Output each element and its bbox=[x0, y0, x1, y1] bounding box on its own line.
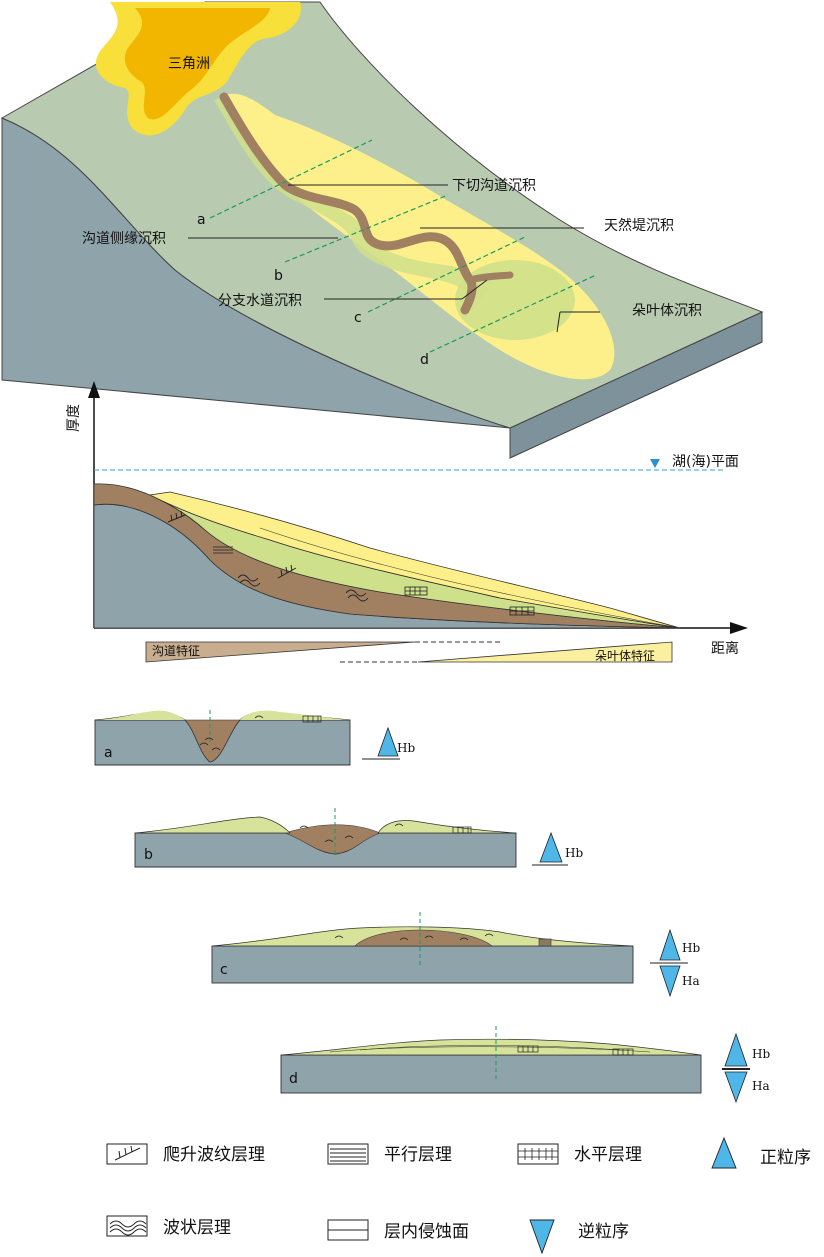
lobe-label: 朵叶体沉积 bbox=[632, 303, 702, 319]
profile-horizontal-bedding-2 bbox=[509, 606, 535, 616]
x-axis-arrow bbox=[730, 622, 748, 634]
x-axis-label: 距离 bbox=[711, 640, 739, 657]
section-d-reverse-grading-icon bbox=[724, 1071, 748, 1104]
y-axis-label: 厚度 bbox=[66, 404, 82, 432]
section-a-letter: a bbox=[104, 745, 113, 761]
cross-section-a: a Hb bbox=[94, 710, 415, 766]
water-level-icon bbox=[650, 459, 660, 468]
section-a-levee-fill bbox=[100, 710, 348, 720]
section-line-a bbox=[209, 139, 373, 219]
cross-section-d: d Hb Ha bbox=[280, 1026, 770, 1104]
section-a-ripples bbox=[199, 715, 264, 751]
section-c-ripples bbox=[334, 933, 494, 941]
legend-reverse-grading-label: 逆粒序 bbox=[578, 1222, 629, 1242]
section-c-normal-grading-icon bbox=[659, 928, 681, 961]
channel-margin-label: 沟道侧缘沉积 bbox=[82, 231, 166, 247]
section-b-channel-fill bbox=[284, 824, 381, 855]
section-b-horizontal-bedding bbox=[452, 826, 472, 834]
legend-reverse-grading-icon bbox=[529, 1219, 555, 1255]
thin-layer-line bbox=[259, 527, 681, 629]
legend-parallel-icon bbox=[330, 1148, 366, 1162]
section-d-horizontal-bedding bbox=[517, 1045, 634, 1056]
section-c-base bbox=[211, 945, 634, 984]
section-d-inner-lines bbox=[329, 1045, 651, 1053]
section-a-normal-grading-icon bbox=[377, 726, 399, 757]
lobe-feature-wedge bbox=[417, 641, 673, 663]
cross-section-b: b Hb bbox=[134, 808, 583, 868]
y-axis-arrow bbox=[88, 381, 100, 398]
legend-erosion-label: 层内侵蚀面 bbox=[384, 1222, 469, 1242]
channel-feature-label: 沟道特征 bbox=[152, 643, 200, 658]
section-d-sequence-lower: Ha bbox=[752, 1079, 770, 1093]
legend-normal-grading-icon bbox=[711, 1136, 737, 1169]
block-diagram: a b c d 三角洲 下切沟道沉积 天然堤沉积 沟道侧缘沉积 分支水道沉积 朵… bbox=[0, 1, 764, 459]
section-c-sequence-upper: Hb bbox=[682, 941, 700, 955]
legend-wavy-icon bbox=[109, 1220, 147, 1236]
leader-distributary-tick bbox=[461, 279, 488, 300]
legend: 爬升波纹层理 平行层理 水平层理 正粒序 波状层理 层内侵蚀面 逆粒序 bbox=[106, 1136, 811, 1255]
channel-feature-wedge bbox=[145, 641, 416, 663]
profile-wavy-bedding-1 bbox=[237, 574, 261, 587]
section-c-block bbox=[538, 938, 552, 947]
legend-normal-grading-label: 正粒序 bbox=[760, 1148, 811, 1168]
water-level-label: 湖(海)平面 bbox=[672, 454, 739, 470]
delta-core bbox=[124, 8, 270, 120]
legend-horizontal-label: 水平层理 bbox=[574, 1145, 642, 1165]
natural-levee-label: 天然堤沉积 bbox=[604, 217, 674, 234]
section-b-sequence-label: Hb bbox=[565, 846, 583, 860]
longitudinal-profile: 厚度 距离 湖(海)平面 bbox=[66, 381, 748, 663]
section-d-normal-grading-icon bbox=[724, 1032, 748, 1067]
section-label-c: c bbox=[354, 310, 362, 326]
section-c-sequence-lower: Ha bbox=[682, 974, 700, 988]
levee-halo bbox=[214, 98, 490, 300]
profile-horizontal-bedding-1 bbox=[404, 586, 428, 596]
section-a-sequence-label: Hb bbox=[397, 741, 415, 755]
legend-horizontal-icon bbox=[518, 1148, 558, 1160]
section-d-letter: d bbox=[289, 1071, 298, 1087]
section-b-normal-grading-icon bbox=[539, 831, 563, 863]
distributary-branch bbox=[466, 271, 514, 284]
section-label-a: a bbox=[197, 212, 206, 228]
section-label-d: d bbox=[420, 352, 429, 368]
legend-wavy-label: 波状层理 bbox=[163, 1218, 231, 1238]
delta-label: 三角洲 bbox=[168, 56, 210, 72]
section-line-c bbox=[367, 235, 528, 313]
section-b-letter: b bbox=[144, 847, 153, 863]
legend-parallel-label: 平行层理 bbox=[384, 1145, 452, 1165]
section-b-ripples bbox=[299, 823, 404, 843]
legend-climbing-ripple-icon bbox=[114, 1145, 141, 1161]
section-d-sequence-upper: Hb bbox=[752, 1047, 770, 1061]
profile-climbing-ripple-1 bbox=[167, 510, 186, 523]
section-c-letter: c bbox=[220, 962, 228, 978]
section-a-channel-fill bbox=[184, 719, 241, 763]
profile-climbing-ripple-2 bbox=[277, 564, 297, 579]
cross-section-c: c Hb Ha bbox=[211, 912, 700, 998]
section-label-b: b bbox=[274, 268, 283, 284]
profile-wavy-bedding-2 bbox=[345, 589, 369, 602]
profile-parallel-bedding bbox=[213, 546, 233, 554]
distributary-channel-label: 分支水道沉积 bbox=[218, 293, 302, 309]
section-a-horizontal-bedding bbox=[302, 715, 322, 723]
section-line-b bbox=[284, 194, 449, 263]
section-d-mound bbox=[280, 1038, 702, 1056]
legend-horizontal-swatch bbox=[517, 1143, 559, 1165]
incised-channel-label: 下切沟道沉积 bbox=[452, 178, 536, 194]
section-d-base bbox=[280, 1054, 702, 1094]
legend-climbing-ripple-label: 爬升波纹层理 bbox=[163, 1145, 265, 1165]
lobe-feature-label: 朵叶体特征 bbox=[595, 648, 655, 663]
section-line-d bbox=[429, 274, 597, 353]
leader-lobe-tick bbox=[556, 311, 561, 333]
section-b-levee bbox=[134, 816, 517, 834]
section-c-reverse-grading-icon bbox=[659, 965, 681, 998]
